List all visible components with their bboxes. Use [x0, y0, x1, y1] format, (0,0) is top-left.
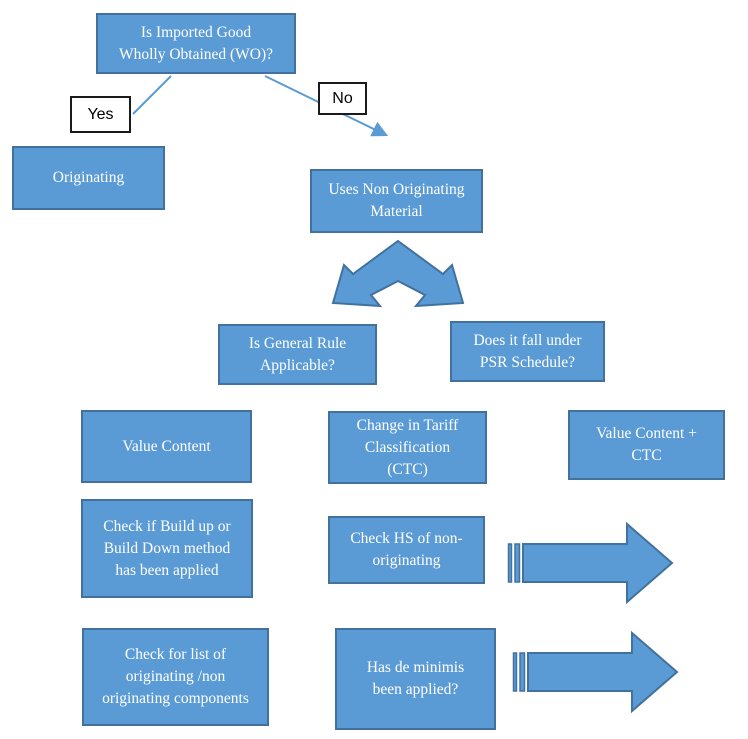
- node-originating: Originating: [12, 146, 165, 210]
- node-value-content-ctc: Value Content + CTC: [568, 410, 725, 480]
- split-down-arrow-icon: [331, 239, 465, 308]
- node-psr-schedule: Does it fall under PSR Schedule?: [450, 321, 605, 382]
- label-no: No: [318, 82, 367, 115]
- connector-yes-line: [132, 75, 172, 115]
- node-ctc: Change in Tariff Classification (CTC): [328, 411, 487, 484]
- node-wholly-obtained: Is Imported Good Wholly Obtained (WO)?: [96, 13, 296, 74]
- node-general-rule: Is General Rule Applicable?: [218, 324, 377, 385]
- node-value-content: Value Content: [81, 410, 252, 483]
- node-build-up-down: Check if Build up or Build Down method h…: [81, 499, 253, 598]
- node-de-minimis: Has de minimis been applied?: [335, 628, 496, 730]
- striped-right-arrow-icon: [507, 521, 674, 605]
- label-yes: Yes: [70, 96, 131, 133]
- node-check-list: Check for list of originating /non origi…: [82, 628, 269, 726]
- node-check-hs: Check HS of non- originating: [328, 516, 485, 584]
- striped-right-arrow-icon: [512, 630, 679, 714]
- node-uses-non-originating: Uses Non Originating Material: [310, 169, 483, 233]
